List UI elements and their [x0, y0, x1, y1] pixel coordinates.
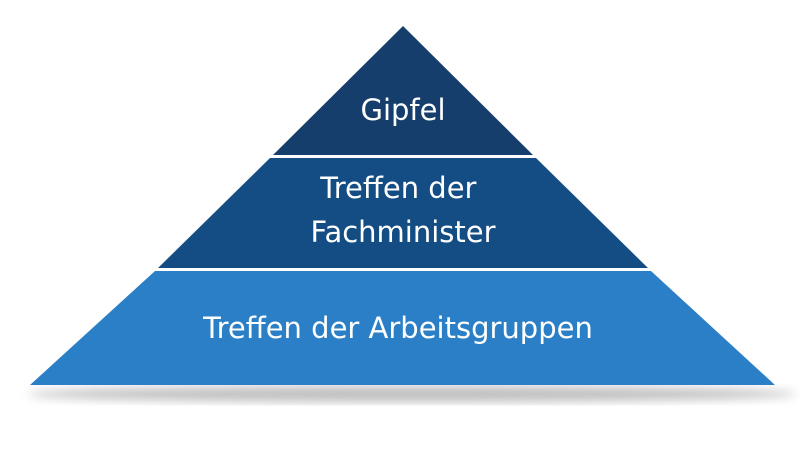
tier-middle-label-line-1: Treffen der: [319, 171, 476, 205]
tier-top-label: Gipfel: [360, 93, 445, 127]
tier-top-label-line: Gipfel: [360, 93, 445, 127]
tier-bottom-shape: [30, 271, 775, 385]
tier-middle-label: Treffen der Fachminister: [310, 171, 495, 249]
tier-middle-shape: [158, 158, 648, 268]
tier-top-shape: [273, 26, 533, 155]
tier-bottom-label: Treffen der Arbeitsgruppen: [202, 311, 593, 345]
tier-bottom-label-line: Treffen der Arbeitsgruppen: [202, 311, 593, 345]
tier-middle-label-line-2: Fachminister: [310, 215, 495, 249]
pyramid-shadow: [27, 386, 797, 402]
